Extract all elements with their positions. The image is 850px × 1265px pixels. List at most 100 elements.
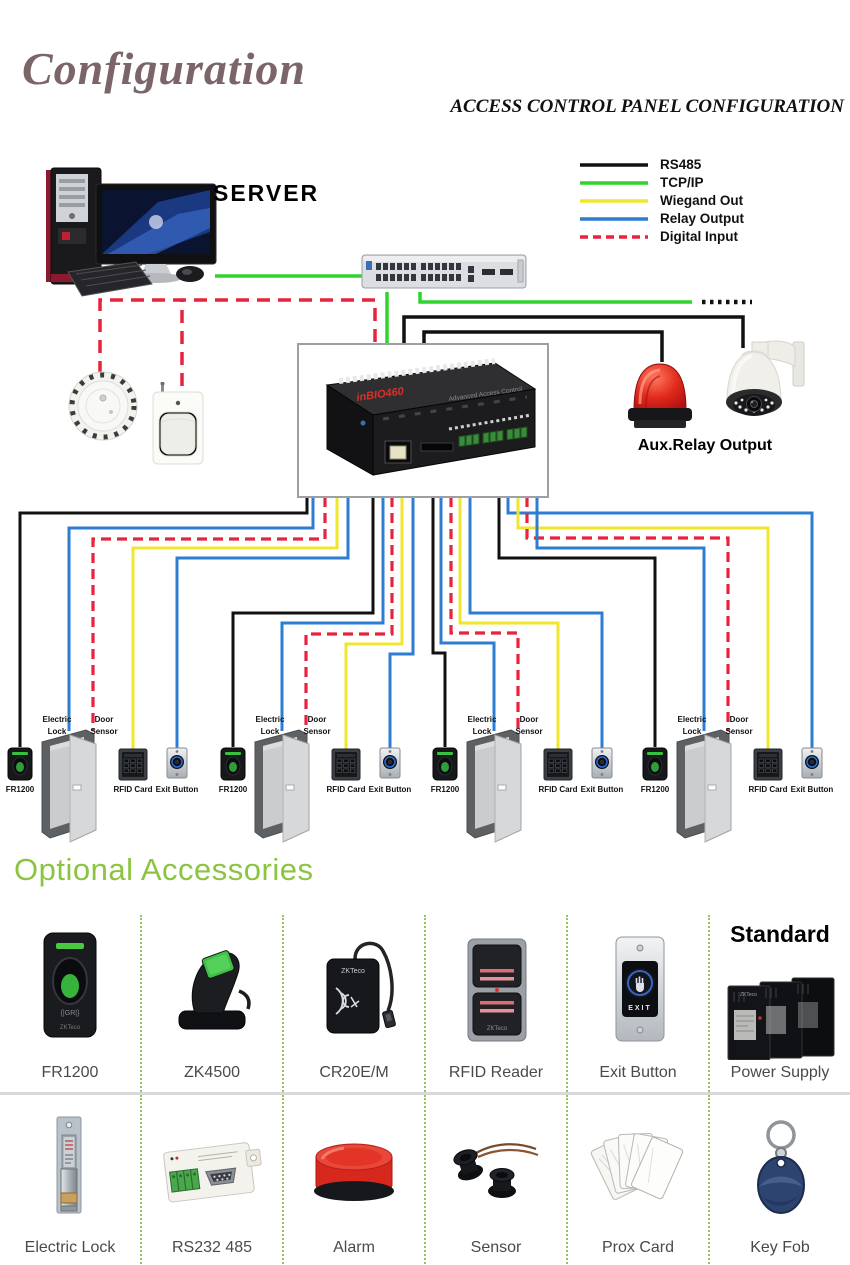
accessory-sensor: Sensor bbox=[426, 1095, 568, 1265]
wire-relay-lock bbox=[535, 497, 706, 731]
page-title: Configuration bbox=[22, 43, 306, 94]
legend-label: Digital Input bbox=[660, 229, 738, 244]
wire-relay-lock bbox=[67, 497, 315, 731]
exit-button-label: Exit Button bbox=[155, 785, 199, 794]
svg-text:ZKTeco: ZKTeco bbox=[487, 1026, 508, 1032]
access-control-panel-box: inBIO460 Advanced Access Control bbox=[297, 343, 549, 498]
rfid-card-label: RFID Card bbox=[748, 785, 788, 794]
exit-button-label: Exit Button bbox=[580, 785, 624, 794]
rfid-keypad-image bbox=[118, 748, 148, 781]
wire-digital-sensor bbox=[304, 497, 394, 731]
legend-item-tcpip: TCP/IP bbox=[580, 174, 845, 191]
rfid-keypad-image bbox=[543, 748, 573, 781]
accessory-label: RS232 485 bbox=[171, 1239, 253, 1256]
door-group-2: FR1200 Electric Lock Door Sensor RFID Ca… bbox=[213, 700, 418, 843]
tcpip-line-icon bbox=[580, 180, 648, 185]
fingerprint-reader-image bbox=[642, 747, 668, 781]
door-group-1: FR1200 Electric Lock Door Sensor RFID Ca… bbox=[0, 700, 205, 843]
rs232-485-product-image bbox=[163, 1142, 262, 1203]
wiegand-line-icon bbox=[580, 198, 648, 203]
accessory-label: RFID Reader bbox=[448, 1064, 544, 1081]
fr1200-product-image: {|GR|} ZKTeco bbox=[43, 932, 97, 1037]
legend-label: RS485 bbox=[660, 157, 702, 172]
accessory-key-fob: Key Fob bbox=[710, 1095, 850, 1265]
door-image bbox=[41, 729, 97, 843]
accessories-grid: {|GR|} ZKTeco FR1200 ZK4500 bbox=[0, 915, 850, 1265]
door-sensor-label: Door Sensor bbox=[515, 715, 543, 736]
exit-button-product-image: EXIT bbox=[615, 936, 665, 1041]
electric-lock-product-image bbox=[56, 1116, 82, 1214]
accessory-label: Prox Card bbox=[601, 1239, 675, 1256]
accessory-exit-button: EXIT Exit Button bbox=[568, 915, 710, 1092]
legend-item-digital: Digital Input bbox=[580, 228, 845, 245]
exit-button-image bbox=[166, 747, 188, 779]
rfid-card-label: RFID Card bbox=[113, 785, 153, 794]
accessories-row-1: {|GR|} ZKTeco FR1200 ZK4500 bbox=[0, 915, 850, 1092]
wire-relay-lock bbox=[280, 497, 385, 731]
door-group-3: FR1200 Electric Lock Door Sensor RFID Ca… bbox=[425, 700, 630, 843]
accessory-fr1200: {|GR|} ZKTeco FR1200 bbox=[0, 915, 142, 1092]
accessory-label: FR1200 bbox=[41, 1064, 99, 1081]
fingerprint-reader-image bbox=[7, 747, 33, 781]
accessory-power-supply: Standard ZKTeco bbox=[710, 915, 850, 1092]
ptz-camera bbox=[698, 336, 808, 441]
pir-motion-sensor-image bbox=[152, 381, 204, 465]
svg-text:ZKTeco: ZKTeco bbox=[60, 1025, 81, 1031]
alarm-siren-image bbox=[628, 363, 692, 428]
electric-lock-label: Electric Lock bbox=[42, 715, 72, 736]
electric-lock-label: Electric Lock bbox=[255, 715, 285, 736]
exit-button-image bbox=[591, 747, 613, 779]
fr1200-label: FR1200 bbox=[430, 785, 460, 794]
cr20em-product-image: ZKTeco bbox=[326, 941, 396, 1033]
access-control-panel-image: inBIO460 Advanced Access Control bbox=[325, 358, 537, 476]
accessory-electric-lock: Electric Lock bbox=[0, 1095, 142, 1265]
door-image bbox=[676, 729, 732, 843]
ptz-camera-image bbox=[726, 340, 805, 416]
rfid-card-label: RFID Card bbox=[538, 785, 578, 794]
accessory-label: Key Fob bbox=[750, 1239, 810, 1256]
accessory-label: Sensor bbox=[470, 1239, 522, 1256]
network-switch-image bbox=[361, 254, 527, 289]
fingerprint-reader-image bbox=[432, 747, 458, 781]
fr1200-label: FR1200 bbox=[640, 785, 670, 794]
rfid-reader-product-image: ZKTeco bbox=[467, 938, 527, 1041]
legend-label: Wiegand Out bbox=[660, 193, 744, 208]
exit-button-label: Exit Button bbox=[790, 785, 834, 794]
exit-button-image bbox=[801, 747, 823, 779]
accessory-label: CR20E/M bbox=[319, 1064, 389, 1081]
wire-digital-sensor bbox=[525, 497, 730, 731]
relay-line-icon bbox=[580, 216, 648, 221]
door-group-4: FR1200 Electric Lock Door Sensor RFID Ca… bbox=[635, 700, 840, 843]
svg-text:EXIT: EXIT bbox=[628, 1005, 652, 1012]
door-image bbox=[466, 729, 522, 843]
svg-text:ZKTeco: ZKTeco bbox=[341, 968, 365, 975]
server-label: SERVER bbox=[213, 180, 320, 206]
server-computer-image bbox=[46, 167, 217, 297]
svg-text:ZKTeco: ZKTeco bbox=[740, 992, 757, 998]
server-computer bbox=[38, 162, 223, 309]
smoke-detector bbox=[64, 368, 142, 449]
accessory-label: Power Supply bbox=[730, 1064, 830, 1081]
wire-digital-sensor bbox=[449, 497, 520, 731]
wire-relay-lock bbox=[439, 497, 496, 731]
digital-line-icon bbox=[580, 234, 648, 239]
electric-lock-label: Electric Lock bbox=[467, 715, 497, 736]
accessory-cr20em: ZKTeco CR20E/M bbox=[284, 915, 426, 1092]
key-fob-product-image bbox=[757, 1120, 805, 1214]
optional-accessories-heading: Optional Accessories bbox=[14, 852, 314, 887]
accessory-prox-card: Prox Card bbox=[568, 1095, 710, 1265]
door-sensor-label: Door Sensor bbox=[90, 715, 118, 736]
prox-card-product-image bbox=[590, 1133, 684, 1200]
exit-button-image bbox=[379, 747, 401, 779]
zk4500-product-image bbox=[178, 949, 251, 1029]
fr1200-label: FR1200 bbox=[218, 785, 248, 794]
door-sensor-label: Door Sensor bbox=[303, 715, 331, 736]
rfid-card-label: RFID Card bbox=[326, 785, 366, 794]
legend-label: TCP/IP bbox=[660, 175, 704, 190]
wire-digital-sensor bbox=[91, 497, 327, 731]
standard-badge: Standard bbox=[730, 921, 830, 947]
accessory-label: Electric Lock bbox=[24, 1239, 116, 1256]
accessory-label: Exit Button bbox=[599, 1064, 677, 1081]
accessory-rfid-reader: ZKTeco RFID Reader bbox=[426, 915, 568, 1092]
accessory-zk4500: ZK4500 bbox=[142, 915, 284, 1092]
